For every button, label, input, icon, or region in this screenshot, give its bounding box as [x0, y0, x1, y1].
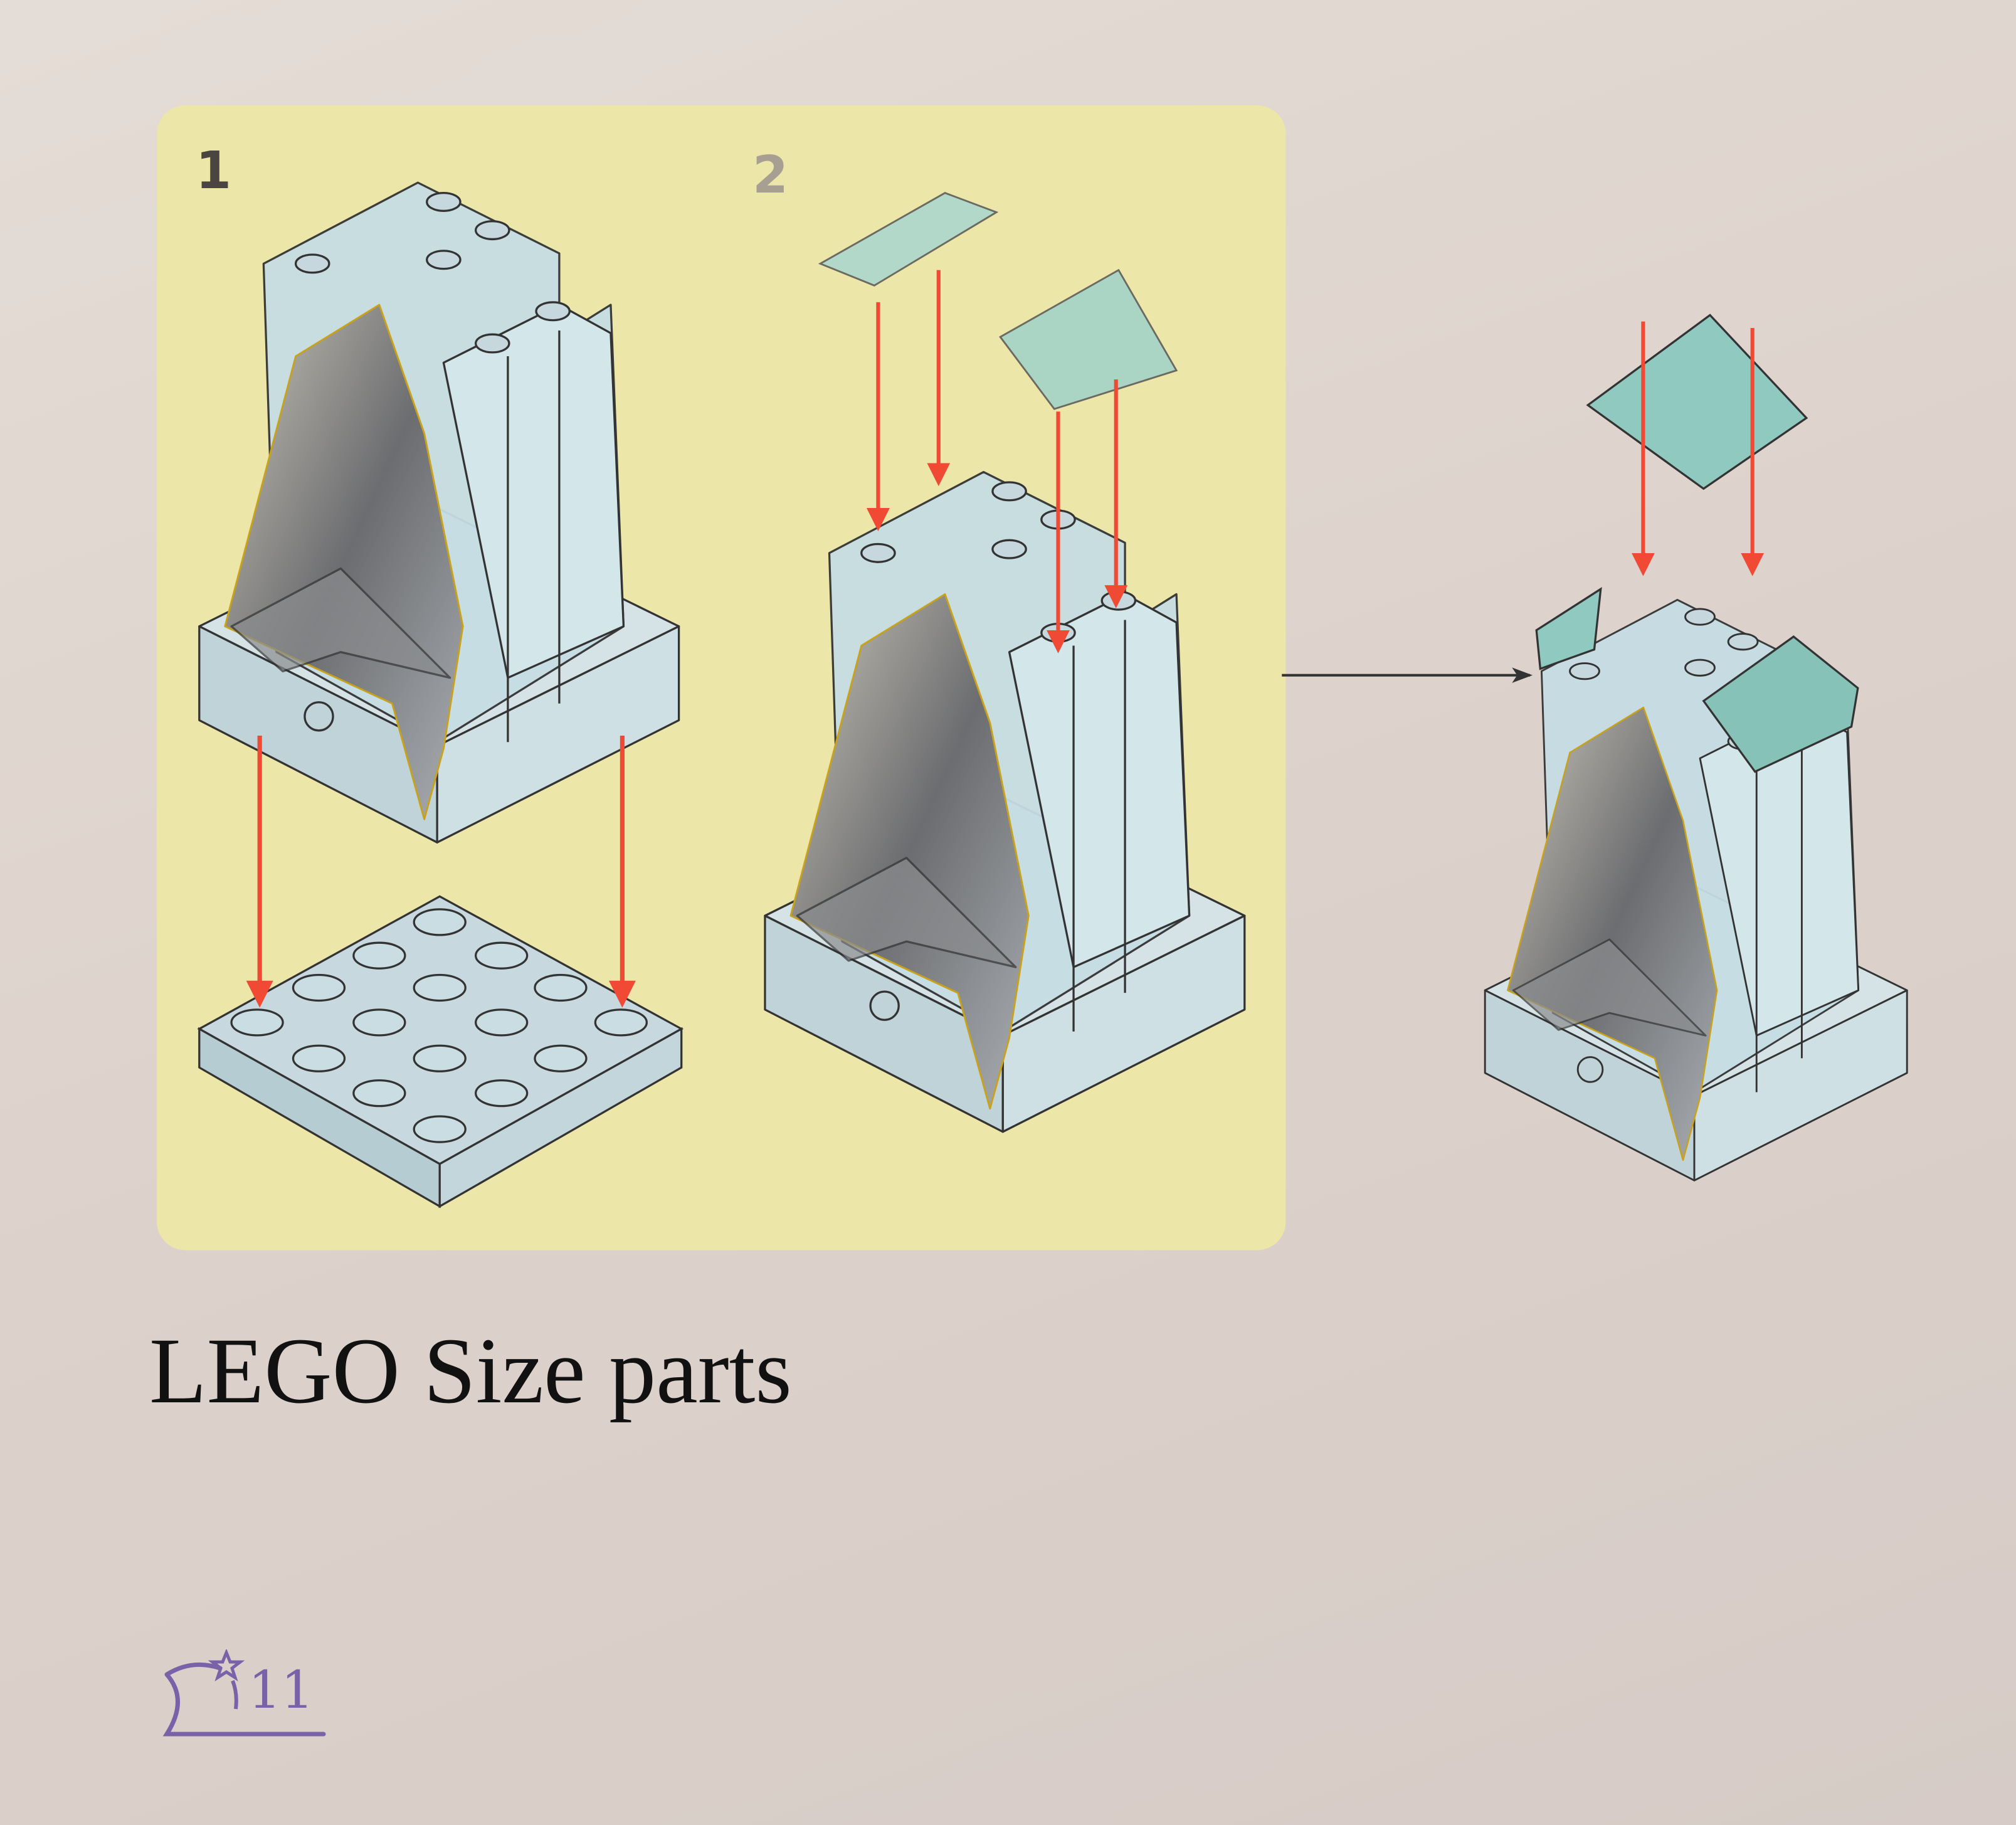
moon-star-icon: [162, 1648, 326, 1737]
page-number: 11: [248, 1661, 314, 1720]
step-number-2: 2: [752, 145, 789, 205]
caption: LEGO Size parts: [149, 1319, 792, 1423]
step1-baseplate: [197, 895, 684, 1209]
page-number-badge: 11: [154, 1648, 330, 1743]
final-slopes: [1535, 314, 1859, 773]
step2-slopes: [818, 192, 1178, 410]
final-arrows: [1631, 321, 1765, 576]
step-number-1: 1: [196, 141, 232, 201]
step1-arrows: [246, 736, 636, 1008]
step2-arrows: [866, 270, 1128, 653]
